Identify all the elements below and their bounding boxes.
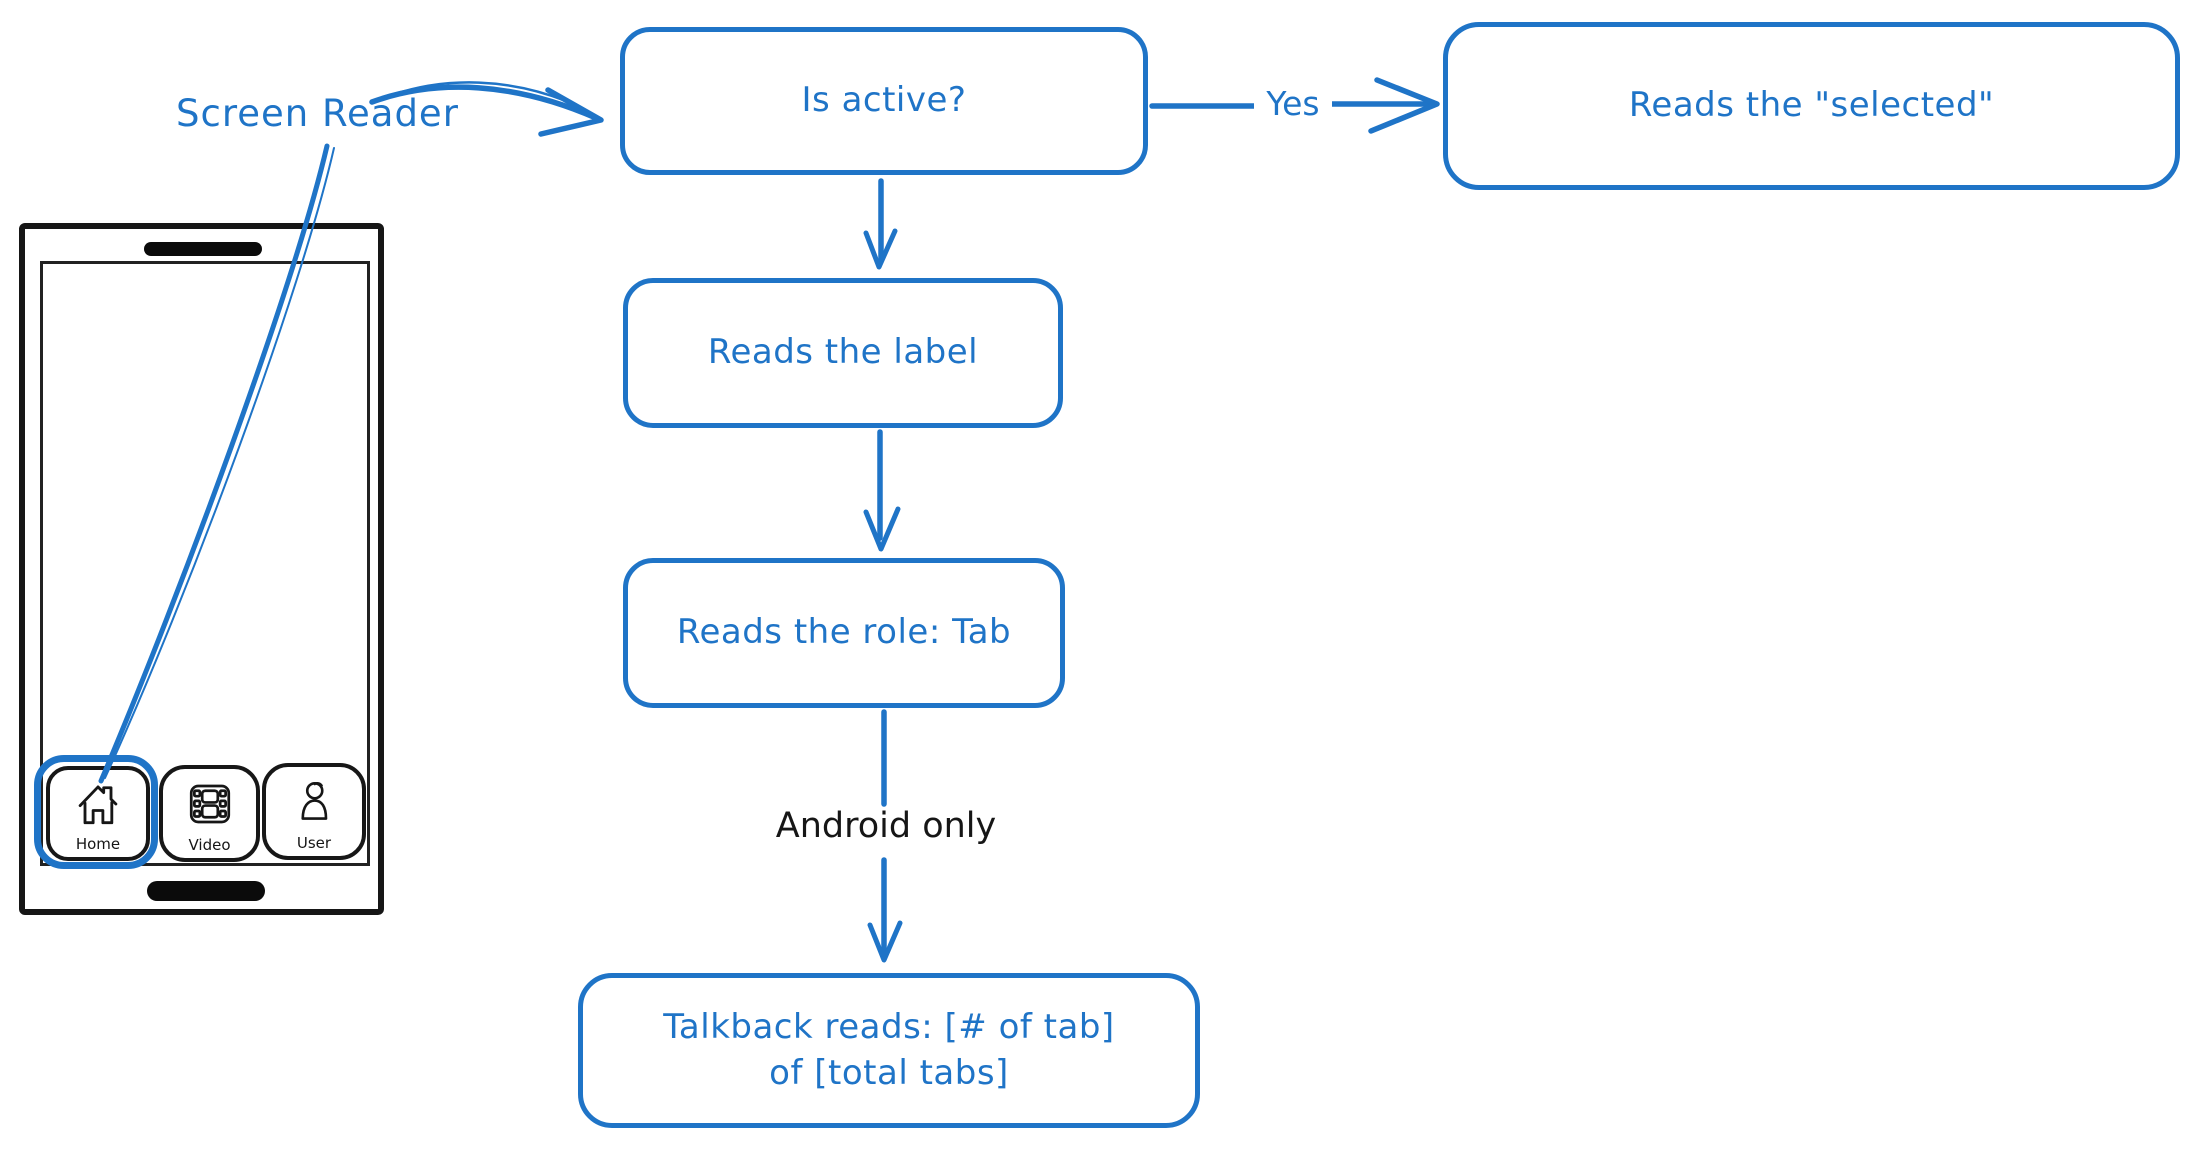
- user-icon: [290, 767, 338, 836]
- node-talkback-label: Talkback reads: [# of tab] of [total tab…: [663, 1005, 1114, 1097]
- node-reads-selected-label: Reads the "selected": [1628, 85, 1995, 126]
- node-is-active-label: Is active?: [801, 80, 967, 121]
- tab-video-label: Video: [188, 836, 231, 854]
- node-reads-role-label: Reads the role: Tab: [676, 612, 1012, 653]
- tab-user: User: [262, 763, 366, 860]
- home-icon: [71, 770, 125, 837]
- node-talkback: Talkback reads: [# of tab] of [total tab…: [578, 973, 1200, 1128]
- node-reads-label: Reads the label: [623, 278, 1063, 428]
- tab-user-label: User: [296, 834, 332, 852]
- node-is-active: Is active?: [620, 27, 1148, 175]
- home-indicator-bar: [147, 881, 265, 901]
- node-reads-role: Reads the role: Tab: [623, 558, 1065, 708]
- arrow-is-active-to-reads-label: [863, 178, 898, 270]
- arrow-reads-label-to-reads-role: [863, 429, 901, 552]
- android-only-label: Android only: [775, 806, 997, 846]
- node-reads-label-label: Reads the label: [707, 332, 979, 373]
- node-reads-selected: Reads the "selected": [1443, 22, 2180, 190]
- video-icon: [185, 769, 235, 838]
- tab-video: Video: [159, 765, 260, 862]
- node-talkback-line2: of [total tabs]: [769, 1052, 1009, 1093]
- active-tab-highlight: [34, 755, 158, 869]
- phone-speaker: [144, 242, 262, 256]
- yes-edge-label: Yes: [1254, 84, 1332, 123]
- node-talkback-line1: Talkback reads: [# of tab]: [663, 1006, 1115, 1047]
- screen-reader-label: Screen Reader: [176, 92, 459, 135]
- tab-home-label: Home: [75, 835, 121, 853]
- phone-mockup: Home Video: [19, 223, 384, 915]
